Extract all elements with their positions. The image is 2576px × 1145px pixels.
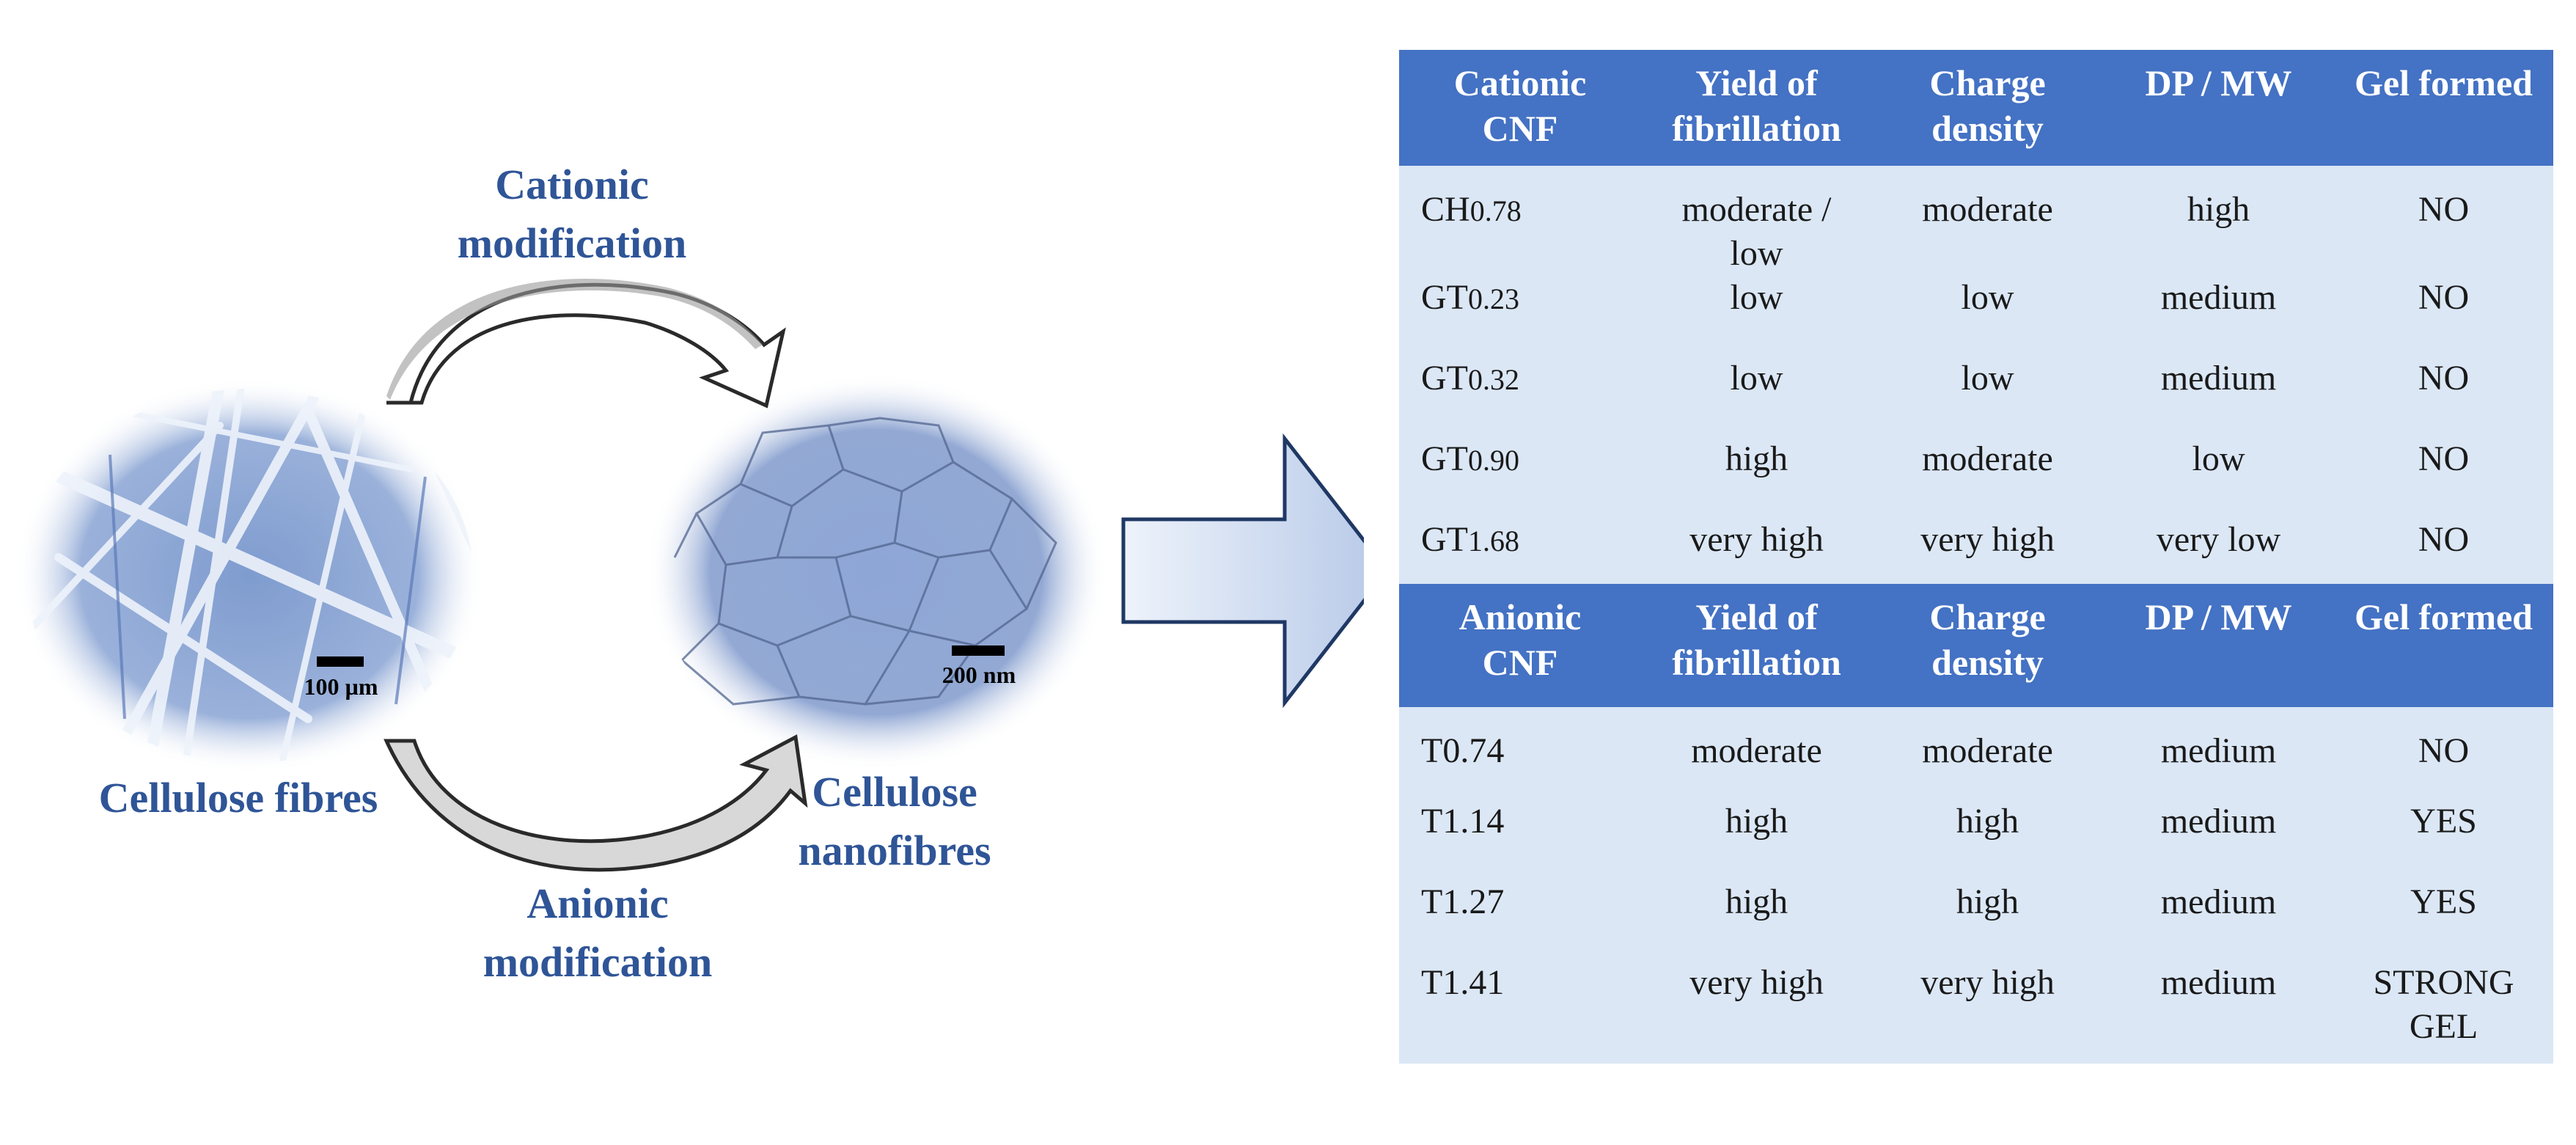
table-row: CH0.78 moderate /low moderate high NO [1399,166,2553,276]
sample-name: T0.74 [1399,707,1641,800]
cationic-modification-label: Cationic modification [457,161,687,267]
table-cell: medium [2103,276,2334,356]
fibres-scale-label: 100 µm [304,673,378,700]
table-cell: moderate [1872,166,2103,276]
table-cell: low [1872,276,2103,356]
table-cell: very high [1641,961,1872,1064]
table-cell: moderate [1872,437,2103,518]
result-arrow [1121,433,1364,709]
header-cell: Gel formed [2334,584,2553,707]
table-cell: low [1872,356,2103,437]
nanofibres-scale-bar [952,645,1005,656]
diagram-graphics [15,278,1364,872]
table-cell: medium [2103,880,2334,961]
table-row: GT0.23 low low medium NO [1399,276,2553,356]
header-cell: Gel formed [2334,50,2553,166]
table-cell: NO [2334,707,2553,800]
anionic-modification-label: Anionic modification [482,879,713,986]
sample-name: GT0.32 [1399,356,1641,437]
fibres-micrograph [15,378,484,774]
sample-name: GT0.90 [1399,437,1641,518]
sample-name: T1.41 [1399,961,1641,1064]
table-cell: very high [1872,518,2103,584]
cationic-arrow-shade [386,278,763,400]
anionic-arrow [384,734,808,872]
table-cell: NO [2334,356,2553,437]
header-cell: DP / MW [2103,50,2334,166]
table-cell: high [1641,437,1872,518]
table-cell: very low [2103,518,2334,584]
sample-name: CH0.78 [1399,166,1641,276]
table-cell: low [2103,437,2334,518]
table-cell: high [1641,880,1872,961]
table-cell: NO [2334,437,2553,518]
cationic-arrow [386,282,786,409]
table-row: T0.74 moderate moderate medium NO [1399,707,2553,800]
table-cell: low [1641,276,1872,356]
table-cell: NO [2334,518,2553,584]
table-cell: NO [2334,166,2553,276]
table-cell: high [2103,166,2334,276]
table-cell: YES [2334,800,2553,880]
table-cell: medium [2103,356,2334,437]
table-cell: low [1641,356,1872,437]
table-cell: very high [1641,518,1872,584]
table-cell: high [1872,880,2103,961]
table-cell: very high [1872,961,2103,1064]
sample-name: GT0.23 [1399,276,1641,356]
cellulose-fibres-label: Cellulose fibres [98,774,378,822]
table-row: T1.14 high high medium YES [1399,800,2553,880]
table-row: GT0.90 high moderate low NO [1399,437,2553,518]
process-diagram: Cationic modification Anionic modificati… [15,161,1364,986]
table-cell: high [1641,800,1872,880]
table-cell: medium [2103,800,2334,880]
table-cell: high [1872,800,2103,880]
fibres-scale-bar [317,656,364,667]
table-cell: NO [2334,276,2553,356]
table-cell: medium [2103,707,2334,800]
table-row: GT1.68 very high very high very low NO [1399,518,2553,584]
table-cell: moderate [1872,707,2103,800]
table-cell: medium [2103,961,2334,1064]
table-row: GT0.32 low low medium NO [1399,356,2553,437]
header-cell: DP / MW [2103,584,2334,707]
sample-name: T1.27 [1399,880,1641,961]
table-cell: moderate [1641,707,1872,800]
table-cell: moderate /low [1641,166,1872,276]
table-row: T1.27 high high medium YES [1399,880,2553,961]
sample-name: T1.14 [1399,800,1641,880]
sample-name: GT1.68 [1399,518,1641,584]
nanofibres-micrograph [645,374,1107,770]
nanofibres-scale-label: 200 nm [942,662,1016,688]
cellulose-nanofibres-label: Cellulose nanofibres [798,768,991,874]
table-cell: YES [2334,880,2553,961]
